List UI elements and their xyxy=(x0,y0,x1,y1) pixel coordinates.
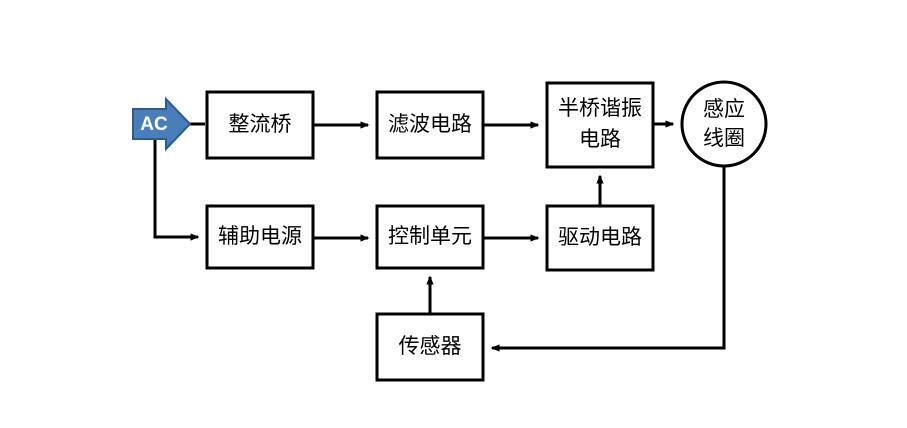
block-auxiliary-power-label: 辅助电源 xyxy=(218,224,302,248)
block-filter[interactable]: 滤波电路 xyxy=(375,90,485,160)
block-auxiliary-power-box[interactable] xyxy=(205,204,315,270)
block-induction-coil-circle[interactable] xyxy=(680,80,768,168)
block-rectifier-box[interactable] xyxy=(205,90,315,160)
block-filter-label: 滤波电路 xyxy=(388,112,472,136)
block-drive-circuit-box[interactable] xyxy=(545,204,655,272)
block-drive-circuit-label: 驱动电路 xyxy=(558,225,642,249)
connection-coil-to-sensor xyxy=(490,166,726,352)
block-control-unit-box[interactable] xyxy=(375,204,485,270)
block-auxiliary-power[interactable]: 辅助电源 xyxy=(205,204,315,270)
ac-source-arrow[interactable]: AC xyxy=(132,96,192,152)
connection-ac-to-auxpower xyxy=(153,124,200,241)
block-halfbridge-label-line2: 电路 xyxy=(579,127,621,151)
block-control-unit-label: 控制单元 xyxy=(388,224,472,248)
block-halfbridge[interactable]: 半桥谐振 电路 xyxy=(545,81,655,169)
block-halfbridge-label-line1: 半桥谐振 xyxy=(558,96,642,120)
block-control-unit[interactable]: 控制单元 xyxy=(375,204,485,270)
block-sensor-box[interactable] xyxy=(375,312,485,382)
ac-source-arrow-shape[interactable] xyxy=(132,96,192,152)
block-filter-box[interactable] xyxy=(375,90,485,160)
block-induction-coil[interactable]: 感应 线圈 xyxy=(680,80,768,168)
block-induction-coil-label-line1: 感应 xyxy=(703,97,745,121)
block-sensor-label: 传感器 xyxy=(399,334,462,358)
block-sensor[interactable]: 传感器 xyxy=(375,312,485,382)
block-induction-coil-label-line2: 线圈 xyxy=(703,126,745,150)
block-rectifier-label: 整流桥 xyxy=(229,112,292,136)
block-halfbridge-box[interactable] xyxy=(545,81,655,169)
block-drive-circuit[interactable]: 驱动电路 xyxy=(545,204,655,272)
block-rectifier[interactable]: 整流桥 xyxy=(205,90,315,160)
ac-source-arrow-label: AC xyxy=(140,114,168,135)
